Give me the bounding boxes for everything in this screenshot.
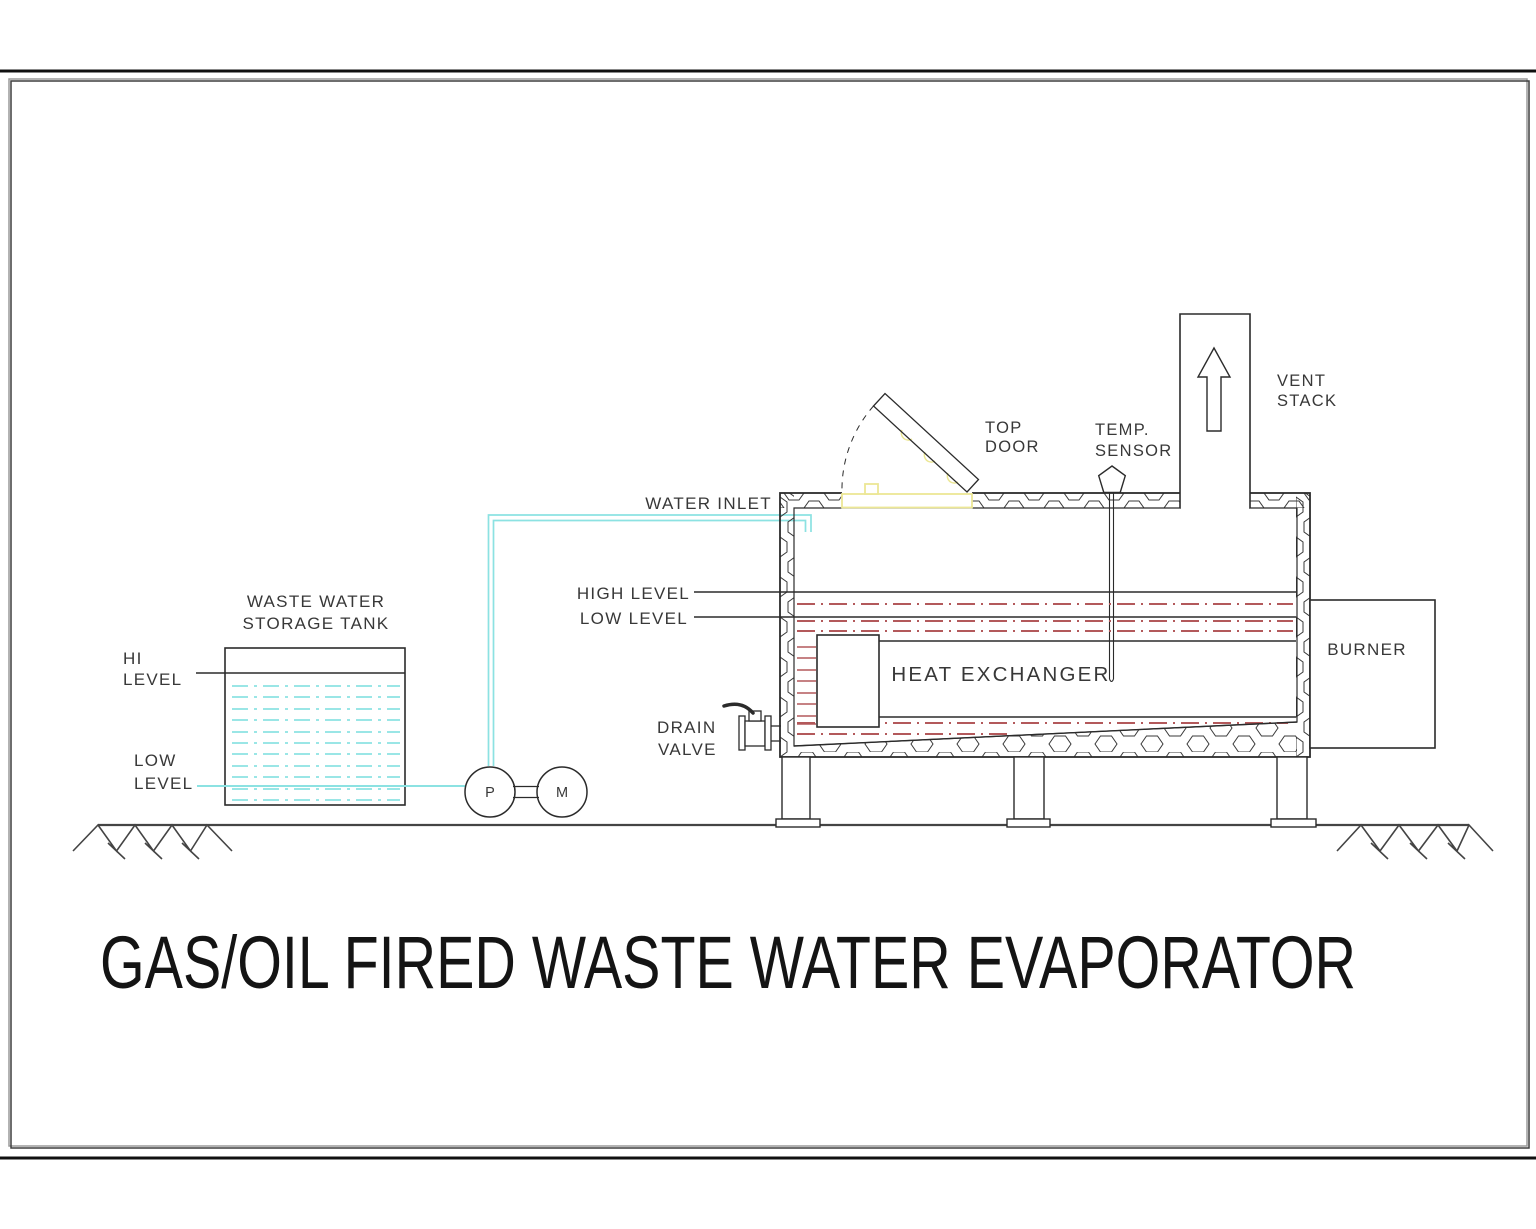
motor-circle	[536, 766, 588, 818]
vent-stack-label-line2: STACK	[1277, 392, 1337, 410]
drain-valve-label-line1: DRAIN	[657, 718, 716, 737]
drain-valve-handle	[722, 702, 755, 715]
top-door-label-line2: DOOR	[985, 438, 1040, 456]
temp-sensor-label-line2: SENSOR	[1095, 442, 1172, 460]
drain-valve-label-line2: VALVE	[658, 740, 717, 759]
tank-title-line2: STORAGE TANK	[243, 614, 390, 633]
wall-left-band	[780, 493, 794, 757]
drawing-title: GAS/OIL FIRED WASTE WATER EVAPORATOR	[100, 921, 1356, 1004]
ground	[72, 823, 1494, 860]
door-frame	[841, 493, 973, 509]
top-door	[841, 392, 980, 509]
border-frame-light	[8, 78, 1528, 1147]
drain-valve	[722, 702, 781, 751]
water-piping	[197, 514, 812, 787]
pump-label: P	[485, 785, 495, 801]
leg	[1013, 756, 1045, 820]
drain-valve-body	[744, 720, 766, 747]
leg-foot	[1006, 818, 1051, 828]
border-frame-dark	[10, 80, 1530, 1149]
drain-valve-flange-left	[738, 715, 746, 751]
low-level-label: LOW LEVEL	[580, 609, 688, 628]
leg	[781, 756, 811, 820]
vessel-floor-slope	[793, 721, 1298, 747]
tank-water-dashes	[232, 685, 400, 801]
tank-hi-label-line1: HI	[123, 649, 143, 668]
temp-sensor-label-line1: TEMP.	[1095, 421, 1150, 439]
tank-title-line1: WASTE WATER	[247, 592, 385, 611]
door-hinge-notch	[864, 483, 879, 495]
drain-valve-bonnet	[748, 710, 762, 722]
door-leaf	[872, 392, 980, 493]
leg-foot	[775, 818, 821, 828]
tank-low-label-line2: LEVEL	[134, 774, 193, 793]
heat-exchanger-label: HEAT EXCHANGER	[891, 663, 1110, 686]
door-swing-arc	[841, 405, 874, 494]
pump-motor	[464, 766, 588, 818]
tank-hi-label-line2: LEVEL	[123, 670, 182, 689]
leg-foot	[1270, 818, 1317, 828]
ground-hatch-left	[72, 823, 233, 860]
discharge-pipe	[487, 514, 812, 766]
sheet-frame	[0, 69, 1536, 1160]
vent-arrow-icon	[1196, 346, 1232, 432]
support-legs	[775, 756, 1317, 828]
labels: WASTE WATER STORAGE TANK HI LEVEL LOW LE…	[100, 372, 1407, 1004]
vent-stack-label-line1: VENT	[1277, 372, 1326, 390]
wall-bottom-band	[794, 722, 1297, 757]
heat-exchanger-header-box	[816, 634, 880, 728]
vent-stack	[1179, 313, 1251, 509]
evaporator-vessel	[694, 313, 1436, 828]
temp-sensor-probe	[1108, 493, 1115, 683]
temp-sensor-head	[1097, 465, 1127, 494]
burner-label: BURNER	[1327, 640, 1407, 659]
tank-low-label-line1: LOW	[134, 751, 177, 770]
ground-hatch-right	[1336, 823, 1494, 860]
wall-right-band	[1296, 493, 1310, 757]
storage-tank	[196, 647, 406, 806]
motor-label: M	[556, 785, 568, 801]
temp-sensor	[1097, 465, 1127, 683]
heat-exchanger-left-tubes	[797, 646, 816, 725]
high-level-label: HIGH LEVEL	[577, 584, 690, 603]
water-inlet-label: WATER INLET	[645, 494, 772, 513]
leg	[1276, 756, 1308, 820]
tank-body	[224, 647, 406, 806]
top-door-label-line1: TOP	[985, 419, 1023, 437]
burner-box	[1309, 599, 1436, 749]
pump-circle	[464, 766, 516, 818]
drain-valve-flange-right	[764, 715, 772, 751]
